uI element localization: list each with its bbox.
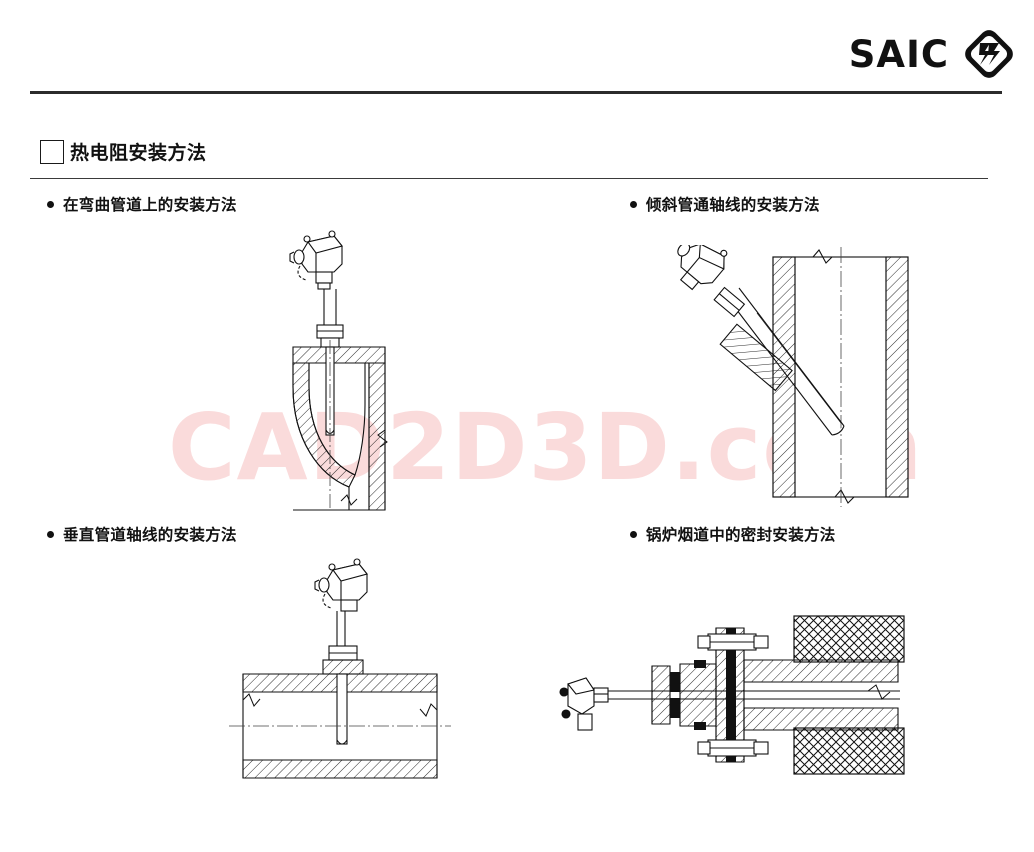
rtd-perpendicular-to-pipe-axis-diagram [225,550,455,800]
brand-name: SAIC [848,32,949,76]
section-caption-perpendicular-pipe-axis: 垂直管道轴线的安装方法 [47,523,237,545]
section-caption-label: 倾斜管通轴线的安装方法 [646,196,820,214]
bullet-dot-icon [630,530,637,538]
saic-diamond-emblem-icon [965,30,1013,78]
title-divider-rule [30,178,988,179]
rtd-on-elbow-pipe-diagram [245,225,445,515]
page-title-text: 热电阻安装方法 [70,142,207,164]
section-caption-inclined-pipe-axis: 倾斜管通轴线的安装方法 [630,193,820,215]
bullet-dot-icon [47,200,54,208]
brand-logo: SAIC [820,26,1015,82]
rtd-inclined-through-pipe-axis-diagram [665,245,925,510]
section-caption-label: 在弯曲管道上的安装方法 [63,196,237,214]
header-divider-rule [30,91,1002,94]
rtd-sealed-in-boiler-flue-diagram [548,598,908,788]
section-caption-boiler-flue-sealed: 锅炉烟道中的密封安装方法 [630,523,836,545]
page-title: 热电阻安装方法 [40,138,207,165]
section-caption-label: 垂直管道轴线的安装方法 [63,526,237,544]
bullet-dot-icon [47,530,54,538]
square-outline-icon [40,139,64,164]
bullet-dot-icon [630,200,637,208]
section-caption-label: 锅炉烟道中的密封安装方法 [646,526,836,544]
section-caption-curved-pipe: 在弯曲管道上的安装方法 [47,193,237,215]
